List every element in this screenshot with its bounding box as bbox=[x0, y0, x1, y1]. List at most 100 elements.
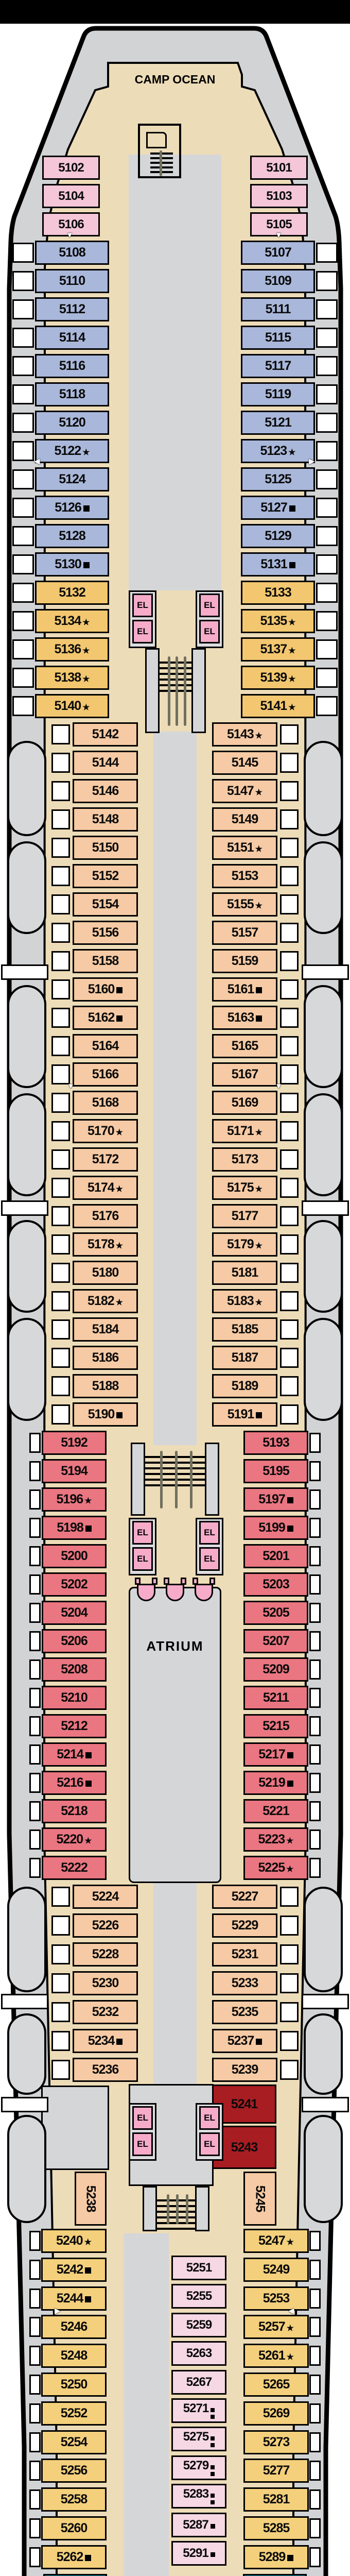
cabin-5287[interactable]: 5287 bbox=[171, 2513, 226, 2537]
cabin-5164[interactable]: 5164 bbox=[73, 1034, 138, 1058]
cabin-5137[interactable]: 5137★ bbox=[241, 637, 315, 662]
cabin-5257[interactable]: 5257★ bbox=[243, 2315, 309, 2339]
cabin-5204[interactable]: 5204 bbox=[42, 1601, 107, 1625]
cabin-5195[interactable]: 5195 bbox=[243, 1459, 308, 1483]
cabin-5159[interactable]: 5159 bbox=[212, 949, 277, 973]
cabin-5267[interactable]: 5267 bbox=[171, 2370, 226, 2395]
cabin-5253[interactable]: 5253 bbox=[243, 2286, 309, 2311]
cabin-5149[interactable]: 5149 bbox=[212, 807, 277, 832]
cabin-5191[interactable]: 5191 bbox=[212, 1402, 277, 1427]
cabin-5233[interactable]: 5233 bbox=[212, 1971, 277, 1995]
cabin-5258[interactable]: 5258 bbox=[41, 2487, 107, 2512]
cabin-5279[interactable]: 5279 bbox=[171, 2455, 226, 2480]
cabin-5197[interactable]: 5197 bbox=[243, 1487, 308, 1512]
cabin-5251[interactable]: 5251 bbox=[171, 2256, 226, 2280]
cabin-5102[interactable]: 5102 bbox=[42, 156, 100, 180]
cabin-5196[interactable]: 5196★ bbox=[42, 1487, 107, 1512]
cabin-5165[interactable]: 5165 bbox=[212, 1034, 277, 1058]
cabin-5211[interactable]: 5211 bbox=[243, 1686, 308, 1710]
cabin-5121[interactable]: 5121 bbox=[241, 411, 315, 435]
cabin-5180[interactable]: 5180 bbox=[73, 1261, 138, 1285]
cabin-5248[interactable]: 5248 bbox=[41, 2344, 107, 2368]
cabin-5147[interactable]: 5147★ bbox=[212, 779, 277, 803]
cabin-5245[interactable]: 5245 bbox=[243, 2172, 276, 2226]
cabin-5131[interactable]: 5131 bbox=[241, 552, 315, 577]
cabin-5101[interactable]: 5101 bbox=[250, 156, 308, 180]
cabin-5223[interactable]: 5223★ bbox=[243, 1827, 308, 1852]
cabin-5255[interactable]: 5255 bbox=[171, 2284, 226, 2309]
cabin-5156[interactable]: 5156 bbox=[73, 921, 138, 945]
cabin-5229[interactable]: 5229 bbox=[212, 1913, 277, 1938]
cabin-5182[interactable]: 5182★ bbox=[73, 1289, 138, 1313]
cabin-5103[interactable]: 5103 bbox=[250, 184, 308, 208]
cabin-5183[interactable]: 5183★ bbox=[212, 1289, 277, 1313]
cabin-5228[interactable]: 5228 bbox=[73, 1942, 138, 1967]
cabin-5117[interactable]: 5117 bbox=[241, 354, 315, 378]
cabin-5242[interactable]: 5242 bbox=[41, 2258, 107, 2282]
cabin-5116[interactable]: 5116 bbox=[35, 354, 109, 378]
cabin-5152[interactable]: 5152 bbox=[73, 864, 138, 888]
cabin-5175[interactable]: 5175★ bbox=[212, 1176, 277, 1200]
cabin-5146[interactable]: 5146 bbox=[73, 779, 138, 803]
cabin-5244[interactable]: 5244 bbox=[41, 2286, 107, 2311]
cabin-5107[interactable]: 5107 bbox=[241, 241, 315, 265]
cabin-5136[interactable]: 5136★ bbox=[35, 637, 109, 662]
cabin-5194[interactable]: 5194 bbox=[42, 1459, 107, 1483]
cabin-5145[interactable]: 5145 bbox=[212, 751, 277, 775]
cabin-5126[interactable]: 5126 bbox=[35, 496, 109, 520]
cabin-5185[interactable]: 5185 bbox=[212, 1317, 277, 1342]
cabin-5109[interactable]: 5109 bbox=[241, 269, 315, 293]
cabin-5238[interactable]: 5238 bbox=[75, 2172, 107, 2226]
cabin-5249[interactable]: 5249 bbox=[243, 2258, 309, 2282]
cabin-5262[interactable]: 5262 bbox=[41, 2545, 107, 2569]
cabin-5231[interactable]: 5231 bbox=[212, 1942, 277, 1967]
cabin-5230[interactable]: 5230 bbox=[73, 1971, 138, 1995]
cabin-5205[interactable]: 5205 bbox=[243, 1601, 308, 1625]
cabin-5190[interactable]: 5190 bbox=[73, 1402, 138, 1427]
cabin-5104[interactable]: 5104 bbox=[42, 184, 100, 208]
cabin-5260[interactable]: 5260 bbox=[41, 2516, 107, 2540]
cabin-5118[interactable]: 5118 bbox=[35, 382, 109, 406]
cabin-5174[interactable]: 5174★ bbox=[73, 1176, 138, 1200]
cabin-5155[interactable]: 5155★ bbox=[212, 892, 277, 917]
cabin-5202[interactable]: 5202 bbox=[42, 1572, 107, 1597]
cabin-5247[interactable]: 5247★ bbox=[243, 2229, 309, 2253]
cabin-5239[interactable]: 5239 bbox=[212, 2058, 277, 2082]
cabin-5124[interactable]: 5124 bbox=[35, 467, 109, 492]
cabin-5178[interactable]: 5178★ bbox=[73, 1232, 138, 1257]
cabin-5111[interactable]: 5111 bbox=[241, 297, 315, 321]
cabin-5106[interactable]: 5106 bbox=[42, 212, 100, 236]
cabin-5293[interactable]: 5293 bbox=[243, 2574, 307, 2576]
cabin-5225[interactable]: 5225★ bbox=[243, 1856, 308, 1880]
cabin-5162[interactable]: 5162 bbox=[73, 1006, 138, 1030]
cabin-5215[interactable]: 5215 bbox=[243, 1714, 308, 1738]
cabin-5208[interactable]: 5208 bbox=[42, 1657, 107, 1682]
cabin-5151[interactable]: 5151★ bbox=[212, 836, 277, 860]
cabin-5170[interactable]: 5170★ bbox=[73, 1119, 138, 1143]
cabin-5263[interactable]: 5263 bbox=[171, 2341, 226, 2366]
cabin-5222[interactable]: 5222 bbox=[42, 1856, 107, 1880]
cabin-5130[interactable]: 5130 bbox=[35, 552, 109, 577]
cabin-5216[interactable]: 5216 bbox=[42, 1771, 107, 1795]
cabin-5114[interactable]: 5114 bbox=[35, 326, 109, 350]
cabin-5153[interactable]: 5153 bbox=[212, 864, 277, 888]
cabin-5250[interactable]: 5250 bbox=[41, 2372, 107, 2397]
cabin-5184[interactable]: 5184 bbox=[73, 1317, 138, 1342]
cabin-5125[interactable]: 5125 bbox=[241, 467, 315, 492]
cabin-5192[interactable]: 5192 bbox=[42, 1431, 107, 1455]
cabin-5281[interactable]: 5281 bbox=[243, 2487, 309, 2512]
cabin-5119[interactable]: 5119 bbox=[241, 382, 315, 406]
cabin-5261[interactable]: 5261★ bbox=[243, 2344, 309, 2368]
cabin-5161[interactable]: 5161 bbox=[212, 977, 277, 1002]
cabin-5254[interactable]: 5254 bbox=[41, 2430, 107, 2454]
cabin-5133[interactable]: 5133 bbox=[241, 581, 315, 605]
cabin-5217[interactable]: 5217 bbox=[243, 1742, 308, 1767]
cabin-5179[interactable]: 5179★ bbox=[212, 1232, 277, 1257]
cabin-5105[interactable]: 5105 bbox=[250, 212, 308, 236]
cabin-5177[interactable]: 5177 bbox=[212, 1204, 277, 1228]
cabin-5210[interactable]: 5210 bbox=[42, 1686, 107, 1710]
cabin-5277[interactable]: 5277 bbox=[243, 2459, 309, 2483]
cabin-5246[interactable]: 5246 bbox=[41, 2315, 107, 2339]
cabin-5219[interactable]: 5219 bbox=[243, 1771, 308, 1795]
cabin-5203[interactable]: 5203 bbox=[243, 1572, 308, 1597]
